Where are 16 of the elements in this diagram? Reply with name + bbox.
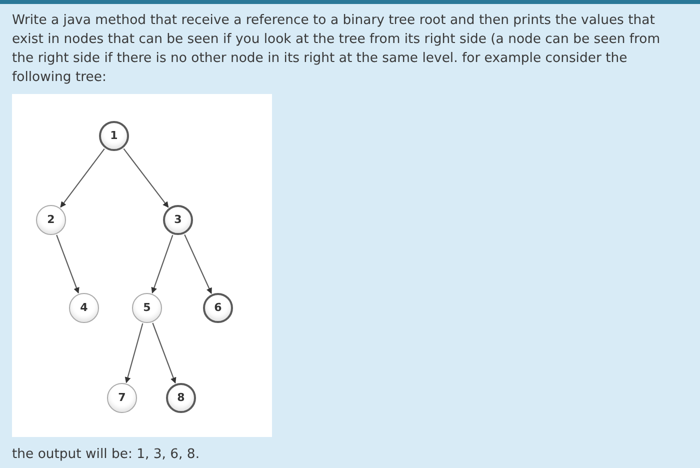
arrow xyxy=(151,234,174,294)
tree-node: 3 xyxy=(163,205,193,235)
arrow xyxy=(152,322,176,384)
arrow xyxy=(184,234,212,294)
arrow xyxy=(123,148,169,208)
tree-node: 5 xyxy=(132,293,162,323)
output-text: the output will be: 1, 3, 6, 8. xyxy=(12,446,200,464)
question-text: Write a java method that receive a reference to a binary tree root and then prints the values that exist in nodes that can be seen if you look at the tree from its right side (a node can be seen from the right side if there is no other node in its right at the same level. for example consider the following tree: xyxy=(12,12,662,87)
arrow xyxy=(124,323,144,384)
tree-node: 8 xyxy=(166,383,196,413)
tree-node: 1 xyxy=(99,121,129,151)
tree-node: 4 xyxy=(69,293,99,323)
tree-node: 2 xyxy=(36,205,66,235)
tree-node: 7 xyxy=(107,383,137,413)
tree-node: 6 xyxy=(203,293,233,323)
arrow xyxy=(56,234,80,294)
